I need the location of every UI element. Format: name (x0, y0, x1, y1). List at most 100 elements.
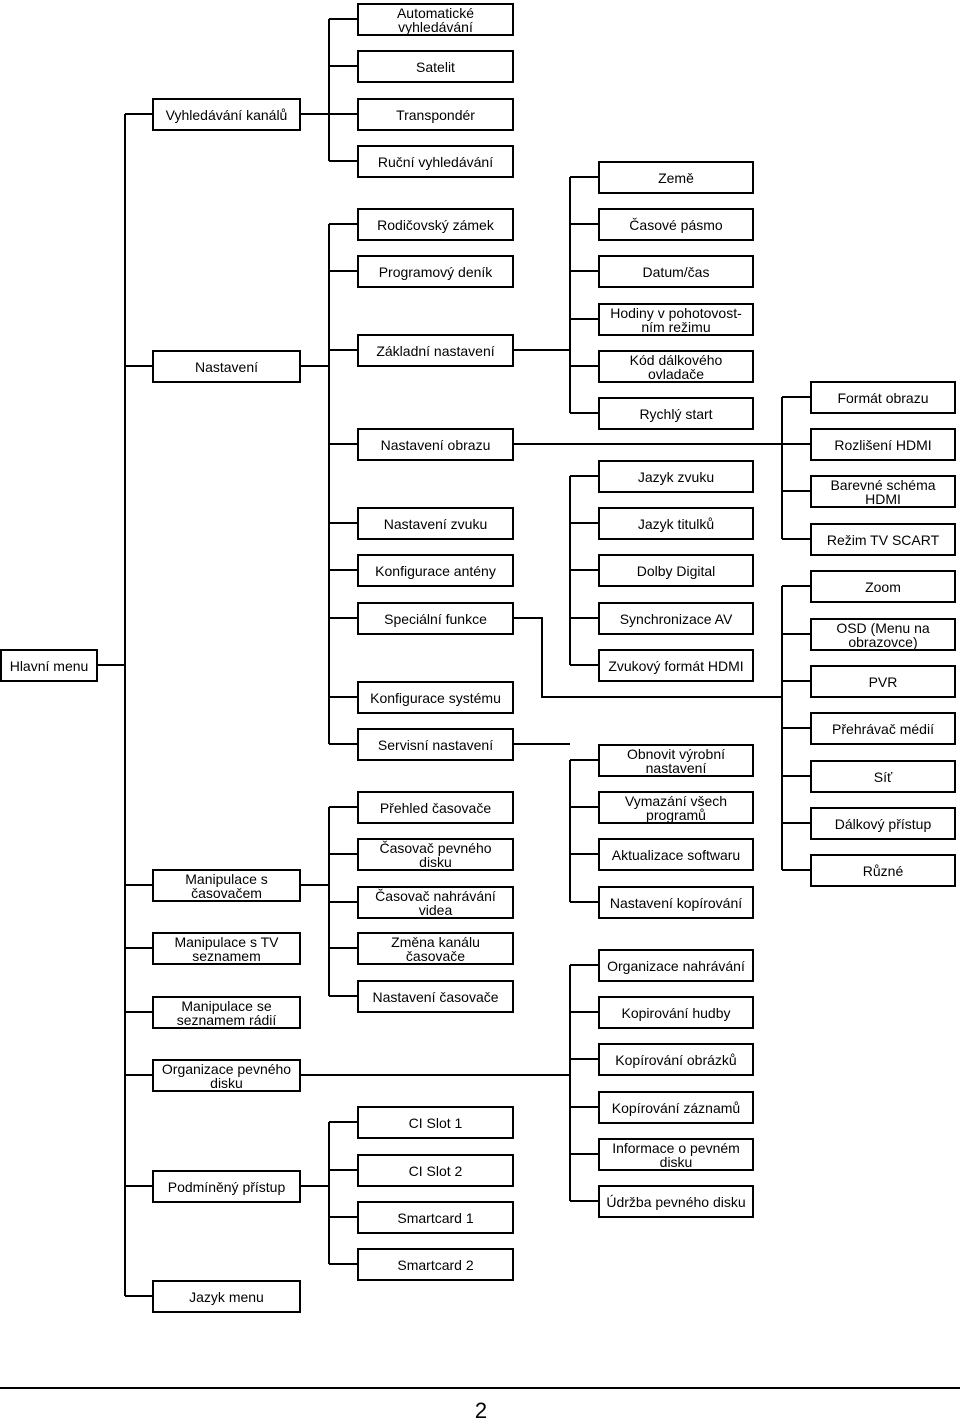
node-label: Jazyk zvuku (637, 468, 715, 485)
node-organizace-nahravani[interactable]: Organizace nahrávání (598, 949, 754, 982)
node-manipulace-se-seznamem-radii[interactable]: Manipulace se seznamem rádií (152, 996, 301, 1029)
node-smartcard-1[interactable]: Smartcard 1 (357, 1201, 514, 1234)
node-label: Obnovit výrobní nastavení (626, 745, 726, 776)
node-rezim-tv-scart[interactable]: Režim TV SCART (810, 523, 956, 556)
node-rodicovsky-zamek[interactable]: Rodičovský zámek (357, 208, 514, 241)
node-konfigurace-systemu[interactable]: Konfigurace systému (357, 681, 514, 714)
node-casovac-nahravani-videa[interactable]: Časovač nahrávání videa (357, 886, 514, 919)
node-label: Konfigurace systému (370, 689, 501, 706)
node-jazyk-menu[interactable]: Jazyk menu (152, 1280, 301, 1313)
node-synchronizace-av[interactable]: Synchronizace AV (598, 602, 754, 635)
node-informace-o-pevnem-disku[interactable]: Informace o pevném disku (598, 1138, 754, 1171)
node-label: PVR (868, 673, 898, 690)
node-barevne-schema-hdmi[interactable]: Barevné schéma HDMI (810, 475, 956, 508)
node-rychly-start[interactable]: Rychlý start (598, 397, 754, 430)
node-zakladni-nastaveni[interactable]: Základní nastavení (357, 334, 514, 367)
node-nastaveni[interactable]: Nastavení (152, 350, 301, 383)
node-label: CI Slot 1 (408, 1114, 463, 1131)
node-label: Změna kanálu časovače (391, 933, 480, 964)
page-number: 2 (474, 1398, 488, 1423)
node-hodiny-v-pohotovostnim-rezimu[interactable]: Hodiny v pohotovost-ním režimu (598, 303, 754, 336)
node-kopirovani-obrazku[interactable]: Kopírování obrázků (598, 1043, 754, 1076)
node-label: Formát obrazu (837, 389, 929, 406)
node-vyhledavani-kanalu[interactable]: Vyhledávání kanálů (152, 98, 301, 131)
node-obnovit-vyrobni-nastaveni[interactable]: Obnovit výrobní nastavení (598, 744, 754, 777)
node-label: Automatické vyhledávání (396, 4, 475, 35)
node-nastaveni-kopirovani[interactable]: Nastavení kopírování (598, 886, 754, 919)
node-kopirovani-zaznamu[interactable]: Kopírování záznamů (598, 1091, 754, 1124)
node-label: Organizace nahrávání (607, 957, 745, 974)
node-label: Nastavení obrazu (380, 436, 491, 453)
node-label: Speciální funkce (384, 610, 487, 627)
node-udrzba-pevneho-disku[interactable]: Údržba pevného disku (598, 1185, 754, 1218)
node-dolby-digital[interactable]: Dolby Digital (598, 554, 754, 587)
node-transponder[interactable]: Transpondér (357, 98, 514, 131)
node-dalkovy-pristup[interactable]: Dálkový přístup (810, 807, 956, 840)
node-sit[interactable]: Síť (810, 760, 956, 793)
node-label: Transpondér (396, 106, 475, 123)
node-label: Vymazání všech programů (624, 792, 728, 823)
node-casovac-pevneho-disku[interactable]: Časovač pevného disku (357, 838, 514, 871)
node-label: OSD (Menu na obrazovce) (836, 619, 930, 650)
node-datum-cas[interactable]: Datum/čas (598, 255, 754, 288)
node-jazyk-zvuku[interactable]: Jazyk zvuku (598, 460, 754, 493)
node-konfigurace-anteny[interactable]: Konfigurace antény (357, 554, 514, 587)
node-pvr[interactable]: PVR (810, 665, 956, 698)
node-nastaveni-obrazu[interactable]: Nastavení obrazu (357, 428, 514, 461)
node-label: Vyhledávání kanálů (165, 106, 288, 123)
node-label: Synchronizace AV (619, 610, 733, 627)
node-automaticke-vyhledavani[interactable]: Automatické vyhledávání (357, 3, 514, 36)
node-manipulace-s-casovacem[interactable]: Manipulace s časovačem (152, 869, 301, 902)
node-ruzne[interactable]: Různé (810, 854, 956, 887)
node-label: Dálkový přístup (834, 815, 932, 832)
node-label: Rodičovský zámek (377, 216, 494, 233)
node-label: Manipulace s časovačem (185, 870, 268, 901)
node-rozliseni-hdmi[interactable]: Rozlišení HDMI (810, 428, 956, 461)
node-label: Nastavení kopírování (609, 894, 743, 911)
node-label: Organizace pevného disku (161, 1060, 292, 1091)
node-label: Nastavení (194, 358, 259, 375)
node-smartcard-2[interactable]: Smartcard 2 (357, 1248, 514, 1281)
node-zvukovy-format-hdmi[interactable]: Zvukový formát HDMI (598, 649, 754, 682)
node-satelit[interactable]: Satelit (357, 50, 514, 83)
node-osd[interactable]: OSD (Menu na obrazovce) (810, 618, 956, 651)
node-vymazani-vsech-programu[interactable]: Vymazání všech programů (598, 791, 754, 824)
node-zeme[interactable]: Země (598, 161, 754, 194)
node-zmena-kanalu-casovace[interactable]: Změna kanálu časovače (357, 932, 514, 965)
node-ci-slot-2[interactable]: CI Slot 2 (357, 1154, 514, 1187)
node-label: Barevné schéma HDMI (830, 476, 936, 507)
node-label: Manipulace s TV seznamem (174, 933, 279, 964)
node-ci-slot-1[interactable]: CI Slot 1 (357, 1106, 514, 1139)
node-specialni-funkce[interactable]: Speciální funkce (357, 602, 514, 635)
node-prehled-casovace[interactable]: Přehled časovače (357, 791, 514, 824)
node-zoom[interactable]: Zoom (810, 570, 956, 603)
node-label: Nastavení časovače (372, 988, 499, 1005)
node-aktualizace-softwaru[interactable]: Aktualizace softwaru (598, 838, 754, 871)
node-podmineny-pristup[interactable]: Podmíněný přístup (152, 1170, 301, 1203)
node-servisni-nastaveni[interactable]: Servisní nastavení (357, 728, 514, 761)
node-label: Konfigurace antény (375, 562, 496, 579)
node-manipulace-s-tv-seznamem[interactable]: Manipulace s TV seznamem (152, 932, 301, 965)
node-prehravac-medii[interactable]: Přehrávač médií (810, 712, 956, 745)
node-label: CI Slot 2 (408, 1162, 463, 1179)
node-rucni-vyhledavani[interactable]: Ruční vyhledávání (357, 145, 514, 178)
node-label: Jazyk menu (189, 1288, 264, 1305)
node-programovy-denik[interactable]: Programový deník (357, 255, 514, 288)
node-label: Satelit (416, 58, 455, 75)
node-nastaveni-zvuku[interactable]: Nastavení zvuku (357, 507, 514, 540)
node-label: Kopírování záznamů (611, 1099, 741, 1116)
node-jazyk-titulku[interactable]: Jazyk titulků (598, 507, 754, 540)
node-casove-pasmo[interactable]: Časové pásmo (598, 208, 754, 241)
node-kod-dalkoveho-ovladace[interactable]: Kód dálkového ovladače (598, 350, 754, 383)
node-nastaveni-casovace[interactable]: Nastavení časovače (357, 980, 514, 1013)
node-kopirovani-hudby[interactable]: Kopirování hudby (598, 996, 754, 1029)
node-organizace-pevneho-disku[interactable]: Organizace pevného disku (152, 1059, 301, 1092)
node-label: Servisní nastavení (377, 736, 494, 753)
node-hlavni-menu[interactable]: Hlavní menu (0, 649, 98, 682)
node-label: Programový deník (378, 263, 493, 280)
node-label: Nastavení zvuku (383, 515, 488, 532)
node-label: Podmíněný přístup (167, 1178, 286, 1195)
node-format-obrazu[interactable]: Formát obrazu (810, 381, 956, 414)
node-label: Síť (873, 768, 893, 785)
node-label: Přehled časovače (379, 799, 492, 816)
